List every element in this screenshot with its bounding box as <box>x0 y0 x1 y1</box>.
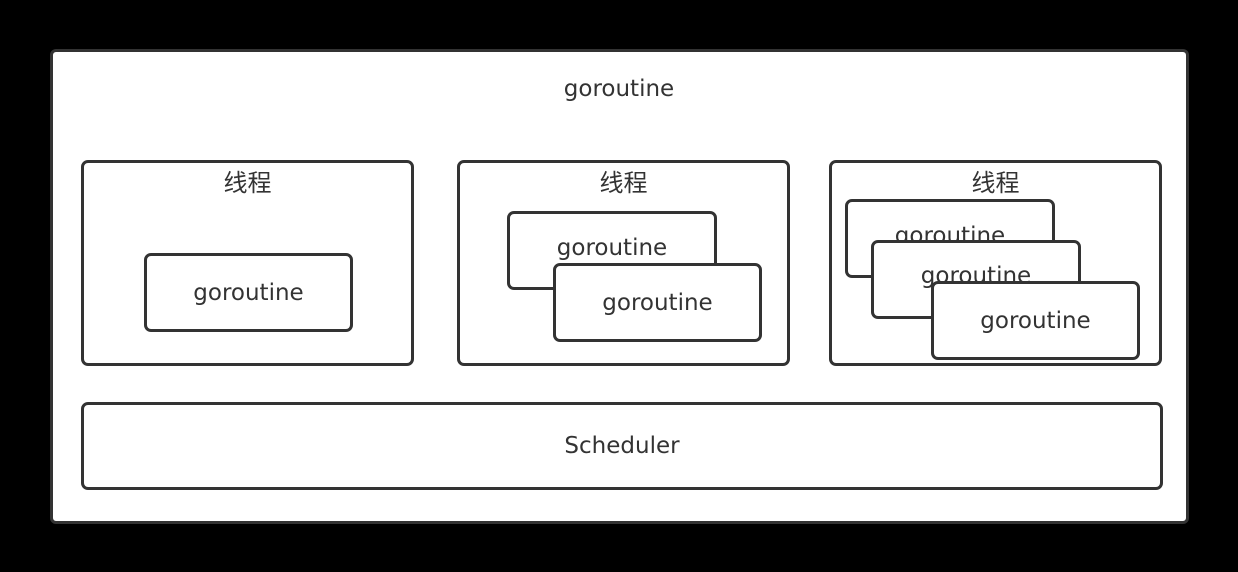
goroutine-label: goroutine <box>602 289 713 316</box>
goroutine-box: goroutine <box>931 281 1140 360</box>
thread-label: 线程 <box>971 169 1020 197</box>
goroutine-box: goroutine <box>553 263 762 342</box>
goroutine-label: goroutine <box>193 279 304 306</box>
goroutine-label: goroutine <box>556 235 668 261</box>
thread-label: 线程 <box>599 169 648 197</box>
scheduler-box: Scheduler <box>81 402 1163 490</box>
outer-title: goroutine <box>563 76 675 102</box>
scheduler-label: Scheduler <box>564 433 680 459</box>
goroutine-label: goroutine <box>980 307 1091 334</box>
goroutine-box: goroutine <box>144 253 353 332</box>
thread-label: 线程 <box>223 169 272 197</box>
